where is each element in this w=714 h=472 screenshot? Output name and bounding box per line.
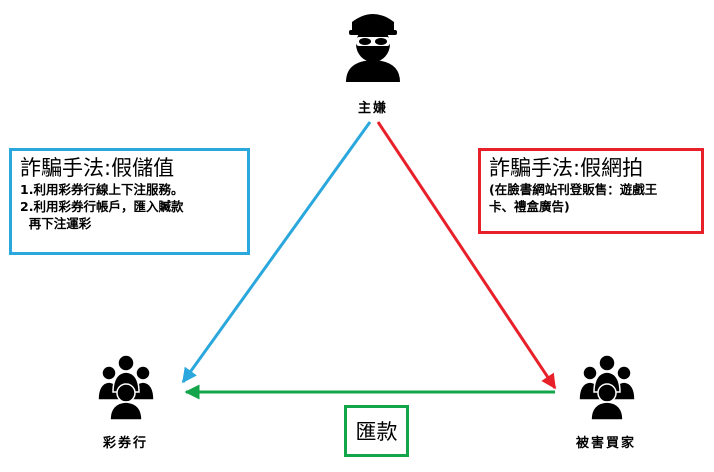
group-of-people-icon	[578, 354, 636, 421]
fake-auction-title: 詐騙手法:假網拍	[489, 156, 644, 180]
fake-auction-method-box: 詐騙手法:假網拍 (在臉書網站刊登販售：遊戲王 卡、禮盒廣告)	[478, 148, 704, 234]
masked-person-icon	[346, 14, 400, 82]
group-of-people-icon	[97, 354, 155, 421]
victim-buyers-label: 被害買家	[576, 436, 637, 451]
fake-topup-line: 再下注運彩	[20, 216, 92, 231]
remittance-label: 匯款	[355, 420, 398, 444]
fake-auction-line: (在臉書網站刊登販售：遊戲王	[489, 182, 658, 197]
fake-auction-line: 卡、禮盒廣告)	[489, 199, 570, 214]
arrow-suspect-to-lottery	[181, 121, 372, 384]
suspect-label: 主嫌	[358, 101, 389, 116]
remittance-box: 匯款	[344, 405, 409, 457]
arrow-suspect-to-victim	[376, 121, 557, 390]
fake-topup-line: 2.利用彩券行帳戶，匯入贓款	[20, 199, 184, 214]
fake-topup-line: 1.利用彩券行線上下注服務。	[20, 182, 184, 197]
lottery-shop-label: 彩券行	[103, 436, 149, 451]
fake-topup-method-box: 詐騙手法:假儲值 1.利用彩券行線上下注服務。 2.利用彩券行帳戶，匯入贓款 再…	[9, 148, 250, 255]
fake-topup-title: 詐騙手法:假儲值	[20, 156, 175, 180]
